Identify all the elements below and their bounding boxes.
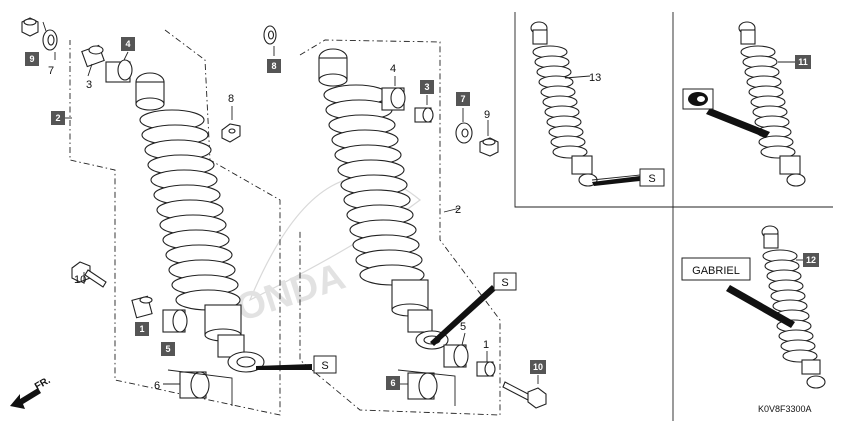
part-6-bushing-a bbox=[167, 369, 233, 406]
part-8-washer-b bbox=[221, 123, 241, 143]
box-callout-5: 5 bbox=[161, 342, 175, 356]
front-direction-arrow: FR. bbox=[10, 375, 53, 409]
box-callout-7: 7 bbox=[456, 92, 470, 106]
box-callout-6: 6 bbox=[386, 376, 400, 390]
callout-9: 9 bbox=[484, 109, 490, 121]
box-callout-12: 12 bbox=[803, 253, 819, 267]
box-callout-9: 9 bbox=[25, 52, 39, 66]
part-10-bolt-b bbox=[502, 381, 547, 409]
s-arrow-right bbox=[592, 176, 640, 186]
gabriel-label-box: GABRIEL bbox=[681, 257, 751, 281]
svg-text:10: 10 bbox=[533, 362, 543, 372]
part-1-collar-a bbox=[131, 295, 153, 319]
svg-text:S: S bbox=[648, 173, 655, 185]
s-box-middle: S bbox=[493, 272, 517, 291]
box-callout-11: 11 bbox=[795, 55, 811, 69]
leader-lines bbox=[42, 21, 539, 385]
svg-text:3: 3 bbox=[424, 82, 429, 92]
left-assembly-outline bbox=[69, 29, 281, 416]
s-box-left: S bbox=[313, 355, 337, 374]
svg-text:9: 9 bbox=[29, 54, 34, 64]
box-callout-1: 1 bbox=[135, 322, 149, 336]
part-9-nut-a bbox=[21, 17, 39, 37]
callout-7a: 7 bbox=[48, 65, 54, 77]
part-9-nut-b bbox=[479, 137, 499, 157]
s-arrow-left bbox=[256, 364, 312, 370]
shock-11 bbox=[706, 21, 806, 187]
part-3-collar-a bbox=[81, 44, 105, 68]
callout-8: 8 bbox=[228, 93, 234, 105]
svg-text:5: 5 bbox=[165, 344, 170, 354]
svg-text:12: 12 bbox=[806, 255, 816, 265]
part-3-collar-b bbox=[414, 107, 434, 123]
svg-text:4: 4 bbox=[125, 39, 130, 49]
part-7-washer-b bbox=[455, 122, 473, 144]
part-5-bushing-b bbox=[443, 344, 469, 368]
middle-assembly-outline bbox=[299, 39, 501, 416]
panel-frame bbox=[514, 12, 833, 421]
part-6-bushing-b bbox=[397, 369, 456, 406]
left-shock bbox=[135, 72, 265, 373]
diagram-code: K0V8F3300A bbox=[758, 404, 812, 414]
s-box-right: S bbox=[639, 168, 665, 187]
svg-text:S: S bbox=[501, 277, 508, 289]
svg-text:GABRIEL: GABRIEL bbox=[692, 265, 740, 277]
part-4-bushing-b bbox=[381, 87, 406, 111]
callout-5: 5 bbox=[460, 321, 466, 333]
part-7-washer-a bbox=[42, 29, 58, 51]
svg-text:FR.: FR. bbox=[33, 375, 53, 393]
middle-shock bbox=[318, 48, 449, 350]
shock-12 bbox=[726, 225, 826, 389]
part-8-washer-a bbox=[263, 25, 277, 45]
callout-4: 4 bbox=[390, 63, 396, 75]
part-10-bolt-a bbox=[71, 261, 107, 288]
svg-text:S: S bbox=[321, 360, 328, 372]
part-1-collar-b bbox=[476, 361, 496, 377]
part-4-bushing-a bbox=[105, 59, 133, 83]
svg-text:7: 7 bbox=[460, 94, 465, 104]
callout-1: 1 bbox=[483, 339, 489, 351]
svg-text:2: 2 bbox=[55, 113, 60, 123]
s-arrow-middle bbox=[430, 285, 496, 346]
svg-text:11: 11 bbox=[798, 57, 808, 67]
box-callout-3: 3 bbox=[420, 80, 434, 94]
box-callout-2: 2 bbox=[51, 111, 65, 125]
box-callout-8: 8 bbox=[267, 59, 281, 73]
box-callout-10: 10 bbox=[530, 360, 546, 374]
svg-text:8: 8 bbox=[271, 61, 276, 71]
callout-13: 13 bbox=[589, 72, 601, 84]
callout-3a: 3 bbox=[86, 79, 92, 91]
callout-2: 2 bbox=[455, 204, 461, 216]
shock-13 bbox=[530, 21, 641, 187]
callout-6: 6 bbox=[154, 380, 160, 392]
box-callout-4: 4 bbox=[121, 37, 135, 51]
callout-10a: 10 bbox=[74, 274, 86, 286]
svg-text:6: 6 bbox=[390, 378, 395, 388]
part-5-bushing-a bbox=[162, 309, 188, 333]
svg-text:1: 1 bbox=[139, 324, 144, 334]
paint-symbol-icon bbox=[682, 88, 714, 110]
